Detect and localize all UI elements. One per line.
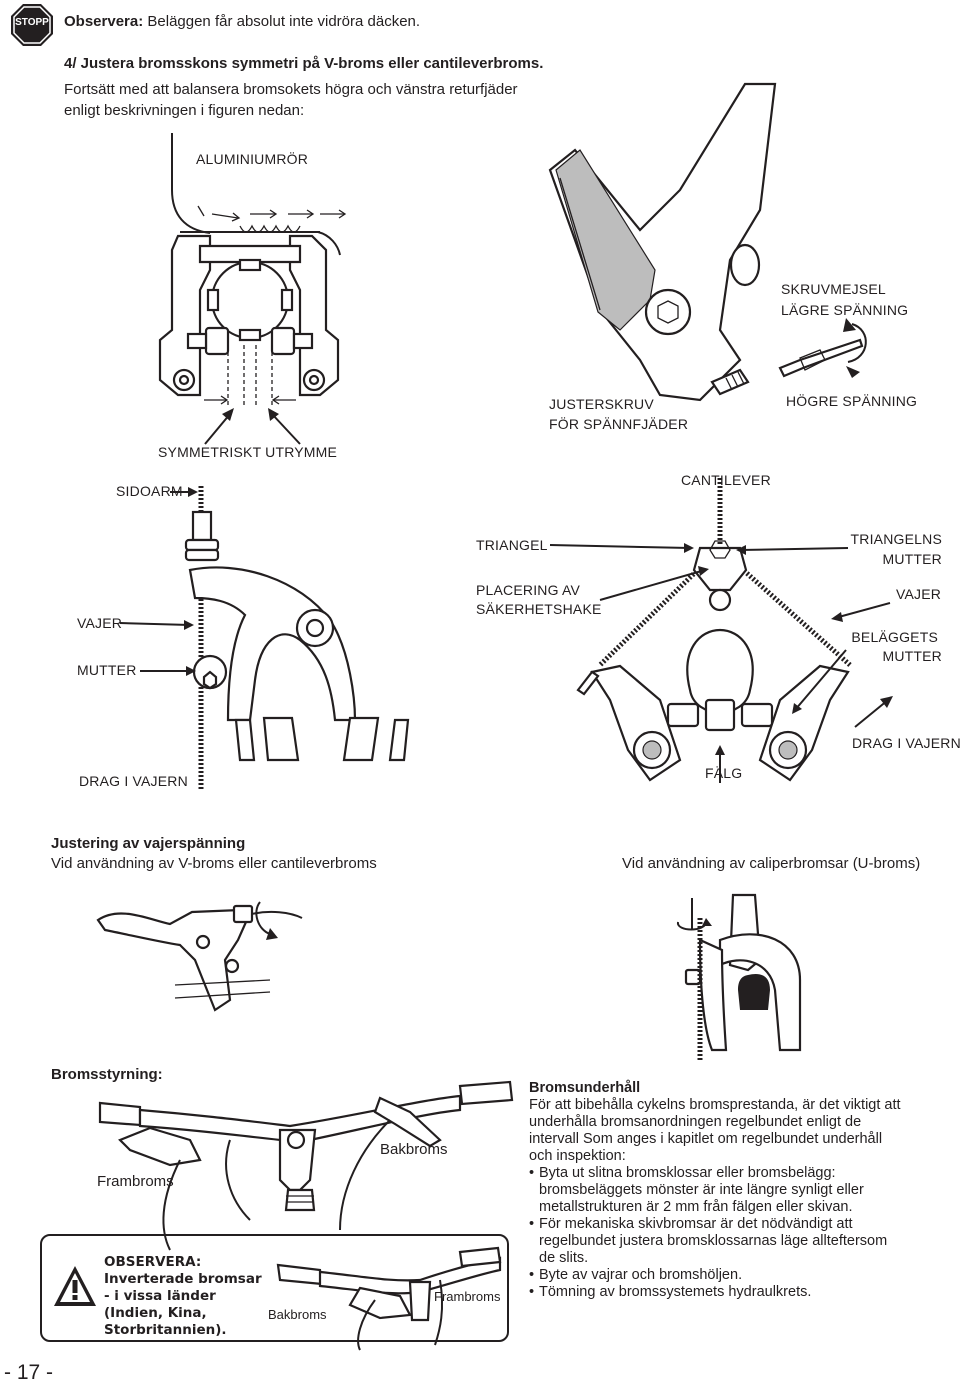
section4-body-line2: enligt beskrivningen i figuren nedan:: [64, 102, 305, 119]
maintenance-intro-4: och inspektion:: [529, 1148, 626, 1164]
label-small-frambroms: Frambroms: [434, 1289, 501, 1304]
label-frambroms: Frambroms: [97, 1173, 174, 1190]
maintenance-item-1: Byta ut slitna bromsklossar eller bromsb…: [529, 1165, 954, 1216]
maintenance-item-2-line3: de slits.: [539, 1250, 589, 1266]
maintenance-intro-2: underhålla bromsanordningen regelbundet …: [529, 1114, 862, 1130]
label-skruvmejsel: SKRUVMEJSEL: [781, 281, 886, 297]
warning-triangle-icon: [52, 1264, 98, 1308]
maintenance-item-4: Tömning av bromssystemets hydraulkrets.: [529, 1284, 954, 1301]
inverted-brakes-warning-box: [40, 1234, 509, 1342]
label-triangelns-mutter: MUTTER: [882, 551, 942, 567]
label-vajer-left: VAJER: [77, 615, 123, 631]
maintenance-item-2-line2: regelbundet justera bromsklossarnas läge…: [539, 1233, 888, 1249]
label-drag-i-vajern-left: DRAG I VAJERN: [79, 773, 188, 789]
label-sakerhetshake: SÄKERHETSHAKE: [476, 601, 602, 617]
maintenance-item-1-line1: Byta ut slitna bromsklossar eller bromsb…: [539, 1165, 836, 1181]
cable-tension-left-caption: Vid användning av V-broms eller cantilev…: [51, 855, 377, 872]
label-bakbroms: Bakbroms: [380, 1141, 448, 1158]
label-symmetriskt-utrymme: SYMMETRISKT UTRYMME: [158, 444, 338, 460]
warning-line5: Storbritannien).: [104, 1322, 227, 1338]
label-small-bakbroms: Bakbroms: [268, 1307, 327, 1322]
maintenance-intro-3: intervall Som anges i kapitlet om regelb…: [529, 1131, 883, 1147]
header-warning-text: Beläggen får absolut inte vidröra däcken…: [143, 13, 421, 30]
label-for-spannfjader: FÖR SPÄNNFJÄDER: [549, 416, 689, 432]
maintenance-item-2-line1: För mekaniska skivbromsar är det nödvänd…: [539, 1216, 853, 1232]
maintenance-intro-1: För att bibehålla cykelns bromsprestanda…: [529, 1097, 901, 1113]
stop-sign-label: STOPP: [15, 17, 49, 28]
label-lagre-spanning: LÄGRE SPÄNNING: [781, 302, 909, 318]
label-mutter-left: MUTTER: [77, 662, 137, 678]
maintenance-section: Bromsunderhåll För att bibehålla cykelns…: [529, 1080, 954, 1301]
maintenance-item-4-line1: Tömning av bromssystemets hydraulkrets.: [539, 1284, 812, 1300]
maintenance-item-3: Byte av vajrar och bromshöljen.: [529, 1267, 954, 1284]
label-hogre-spanning: HÖGRE SPÄNNING: [786, 393, 918, 409]
label-belaggets-mutter: MUTTER: [882, 648, 942, 664]
section4-title: 4/ Justera bromsskons symmetri på V-brom…: [64, 55, 544, 72]
page-number: - 17 -: [4, 1361, 54, 1384]
label-falg: FÄLG: [705, 765, 743, 781]
header-warning-prefix: Observera:: [64, 13, 144, 30]
maintenance-item-1-line2: bromsbeläggets mönster är inte längre sy…: [539, 1182, 864, 1198]
brake-control-title: Bromsstyrning:: [51, 1066, 163, 1083]
label-aluminiumror: ALUMINIUMRÖR: [196, 151, 309, 167]
label-vajer-right: VAJER: [896, 586, 942, 602]
label-sidoarm: SIDOARM: [116, 483, 183, 499]
cable-tension-right-caption: Vid användning av caliperbromsar (U-brom…: [622, 855, 921, 872]
stop-sign-icon: STOPP: [10, 3, 54, 47]
warning-line3: - i vissa länder: [104, 1288, 216, 1304]
warning-line2: Inverterade bromsar: [104, 1271, 262, 1287]
section4-body-line1: Fortsätt med att balansera bromsokets hö…: [64, 81, 518, 98]
label-triangelns: TRIANGELNS: [850, 531, 942, 547]
header-warning: Observera: Beläggen får absolut inte vid…: [64, 12, 420, 31]
label-triangel: TRIANGEL: [476, 537, 548, 553]
label-cantilever: CANTILEVER: [681, 472, 771, 488]
label-placering-av: PLACERING AV: [476, 582, 581, 598]
maintenance-item-3-line1: Byte av vajrar och bromshöljen.: [539, 1267, 743, 1283]
label-justerskruv: JUSTERSKRUV: [549, 396, 654, 412]
label-belaggets: BELÄGGETS: [851, 629, 938, 645]
maintenance-title: Bromsunderhåll: [529, 1080, 641, 1096]
warning-line1: OBSERVERA:: [104, 1254, 202, 1270]
maintenance-item-2: För mekaniska skivbromsar är det nödvänd…: [529, 1216, 954, 1267]
warning-line4: (Indien, Kina,: [104, 1305, 207, 1321]
maintenance-list: Byta ut slitna bromsklossar eller bromsb…: [529, 1165, 954, 1301]
maintenance-item-1-line3: metallstrukturen är 2 mm från fälgen ell…: [539, 1199, 853, 1215]
cable-tension-title: Justering av vajerspänning: [51, 835, 246, 852]
warning-text: OBSERVERA: Inverterade bromsar - i vissa…: [104, 1254, 262, 1339]
label-drag-i-vajern-right: DRAG I VAJERN: [852, 735, 960, 751]
